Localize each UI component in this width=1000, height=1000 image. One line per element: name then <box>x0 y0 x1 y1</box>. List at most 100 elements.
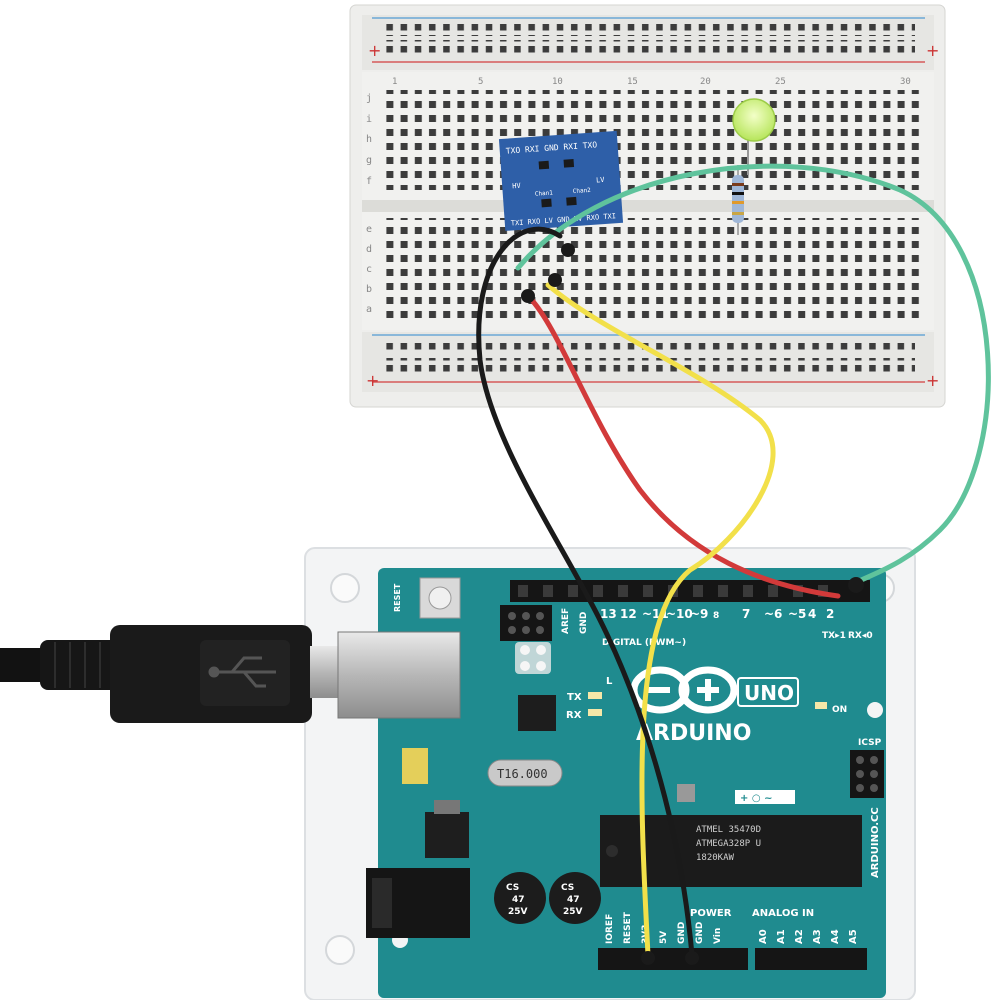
col-num-30: 30 <box>900 77 911 87</box>
pin-tx1: TX▸1 <box>822 631 846 641</box>
rail-plus-sign-tr: + <box>926 41 939 60</box>
shifter-chan1-label: Chan1 <box>535 190 554 198</box>
col-num-10: 10 <box>552 77 563 87</box>
cap1-text-2: 47 <box>512 895 525 905</box>
analog-pin-a5: A5 <box>848 929 859 944</box>
analog-pin-a3: A3 <box>812 929 823 944</box>
bottom-terminal-strip: e d c b a <box>362 212 934 330</box>
shifter-lv-label: LV <box>596 176 606 185</box>
yellow-wire <box>545 282 776 958</box>
arduino-logo-text: ARDUINO <box>636 721 751 746</box>
power-symbols-box <box>735 790 795 804</box>
pin-13: 13 <box>600 607 617 621</box>
gnd-label-top: GND <box>579 612 589 634</box>
row-letter-j: j <box>366 93 372 104</box>
power-pin-gnd2: GND <box>695 922 705 944</box>
analog-header: ANALOG IN A0 A1 A2 A3 A4 A5 <box>752 908 867 970</box>
on-led <box>815 702 827 709</box>
rail-plus-sign-br: + <box>926 371 939 390</box>
row-letter-b: b <box>366 284 372 295</box>
rx-led <box>588 709 602 716</box>
on-led-label: ON <box>832 705 847 715</box>
row-letter-c: c <box>366 264 372 275</box>
icsp-label: ICSP <box>858 738 882 748</box>
cap1-text-1: CS <box>506 883 519 893</box>
red-wire <box>527 295 841 599</box>
solder-jumper <box>515 642 551 674</box>
capacitor-2: CS 47 25V <box>549 872 601 924</box>
row-letter-h: h <box>366 134 372 145</box>
top-power-rail: + + <box>362 15 939 70</box>
arduino-cc-label: ARDUINO.CC <box>870 807 881 878</box>
black-wire <box>476 226 695 958</box>
row-letter-g: g <box>366 155 372 166</box>
reset-label: RESET <box>393 583 402 612</box>
pin-2: 2 <box>826 607 834 621</box>
center-channel <box>362 200 934 212</box>
crystal: T16.000 <box>487 759 563 787</box>
uno-label: UNO <box>744 681 794 705</box>
power-pin-gnd1: GND <box>677 922 687 944</box>
breadboard: + + 1 5 10 15 20 25 30 j i h g f <box>349 4 946 408</box>
reset-button: RESET <box>393 577 461 619</box>
chip-line-1: ATMEL 35470D <box>696 825 761 835</box>
bottom-power-rail: + + <box>362 332 939 392</box>
tx-led <box>588 692 602 699</box>
row-letter-a: a <box>366 304 372 315</box>
pin-10: ~10 <box>666 607 693 621</box>
power-pin-vin: Vin <box>713 928 723 944</box>
col-num-25: 25 <box>775 77 786 87</box>
dc-barrel-jack <box>366 868 470 938</box>
row-letter-d: d <box>366 244 372 255</box>
pin-9: ~9 <box>690 607 708 621</box>
tx-led-label: TX <box>567 692 582 703</box>
analog-pin-a0: A0 <box>758 929 769 944</box>
pin-7: 7 <box>742 607 750 621</box>
pin-8: 8 <box>713 611 719 621</box>
aref-label: AREF <box>561 608 571 634</box>
pin-12: 12 <box>620 607 637 621</box>
row-letter-e: e <box>366 224 372 235</box>
arduino-logo: ARDUINO UNO <box>630 666 799 746</box>
power-pin-5v: 5V <box>659 931 669 944</box>
pin-6: ~6 <box>764 607 782 621</box>
atmega-chip: ATMEL 35470D ATMEGA328P U 1820KAW <box>600 815 862 887</box>
pin-4: 4 <box>808 607 816 621</box>
analog-in-label: ANALOG IN <box>752 908 814 919</box>
col-num-15: 15 <box>627 77 638 87</box>
analog-pin-a4: A4 <box>830 929 841 944</box>
pin-rx0: RX◂0 <box>848 631 873 641</box>
chip-line-2: ATMEGA328P U <box>696 839 761 849</box>
chip-line-3: 1820KAW <box>696 853 735 863</box>
cap1-text-3: 25V <box>508 907 528 917</box>
icsp-header: ICSP <box>850 738 884 798</box>
polyfuse <box>402 748 428 784</box>
power-pin-reset: RESET <box>623 911 633 944</box>
power-pin-ioref: IOREF <box>605 914 615 944</box>
cap2-text-1: CS <box>561 883 574 893</box>
power-label: POWER <box>690 908 732 919</box>
col-num-5: 5 <box>478 77 483 87</box>
usb-cable <box>0 625 461 723</box>
power-symbols: + ○ ~ <box>740 793 772 804</box>
shifter-hv-label: HV <box>512 182 522 191</box>
pin-5: ~5 <box>788 607 806 621</box>
crystal-label: T16.000 <box>497 767 548 781</box>
l-led-label: L <box>606 676 613 687</box>
col-num-20: 20 <box>700 77 711 87</box>
green-wire <box>515 163 991 586</box>
shifter-chan2-label: Chan2 <box>573 187 592 195</box>
usb-b-neck <box>310 646 342 698</box>
digital-pwm-label: DIGITAL (PWM~) <box>602 638 686 648</box>
row-letter-i: i <box>366 114 372 125</box>
logic-level-shifter: TXO RXI GND RXI TXO TXI RXO LV GND HV RX… <box>498 130 624 231</box>
capacitor-1: CS 47 25V <box>494 872 546 924</box>
usb-b-port <box>337 631 461 719</box>
resistor <box>732 165 744 235</box>
row-letter-f: f <box>366 176 372 187</box>
jumper-wires <box>476 163 991 965</box>
usb-logo-icon <box>208 656 276 688</box>
usb-chip <box>518 695 556 731</box>
icsp2-header <box>500 605 552 641</box>
